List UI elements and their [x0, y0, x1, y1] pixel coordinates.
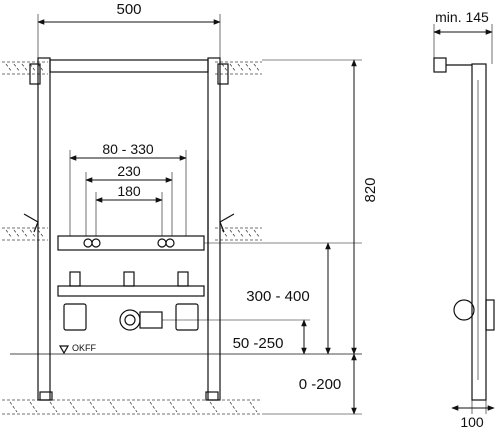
- floor-hatch: [2, 399, 262, 415]
- floor-level-marker: [58, 345, 70, 355]
- label-spacing-outer: 80 - 330: [102, 141, 154, 157]
- label-height-floor: 0 -200: [299, 376, 342, 393]
- label-spacing-mid: 230: [117, 163, 141, 179]
- label-spacing-inner: 180: [117, 183, 141, 199]
- label-depth: 100: [460, 414, 484, 430]
- frame-front-view: [23, 57, 235, 401]
- label-min-depth: min. 145: [435, 9, 489, 25]
- frame-side-view: [433, 57, 495, 401]
- label-height-drain: 50 -250: [233, 335, 284, 352]
- dimension-lines: [10, 14, 495, 415]
- label-height-total: 820: [362, 177, 379, 202]
- wall-top-hatch: [2, 61, 262, 75]
- label-height-connection: 300 - 400: [246, 288, 309, 305]
- label-width-total: 500: [116, 1, 141, 18]
- label-floor-mark: OKFF: [72, 343, 97, 353]
